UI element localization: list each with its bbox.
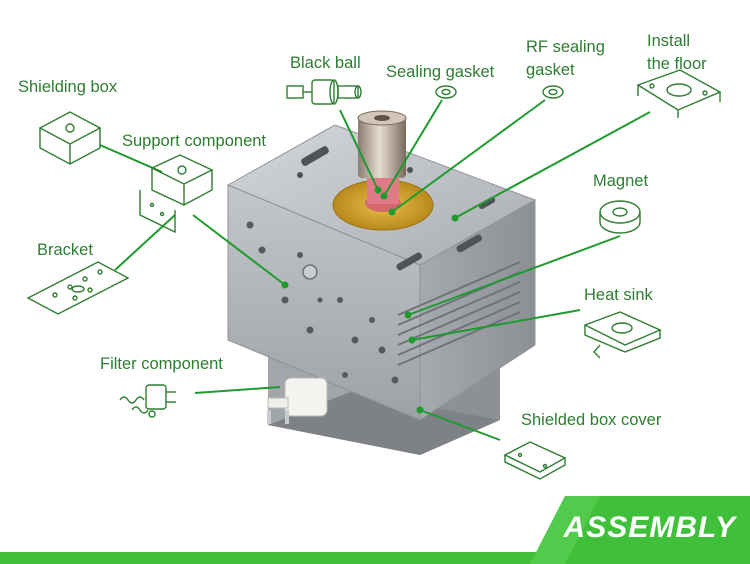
filter-connector [267, 377, 328, 424]
label-shielding-box: Shielding box [18, 78, 118, 96]
label-bracket: Bracket [37, 241, 93, 259]
assembly-banner [0, 496, 750, 564]
black-ball-icon [286, 79, 362, 105]
leader-dots [281, 186, 459, 414]
front-holes [246, 221, 399, 384]
filter-component-icon [119, 384, 176, 418]
shielding-box-icon [38, 111, 102, 165]
rf-gasket-icon [542, 85, 564, 99]
top-slots [297, 146, 496, 271]
support-component-icon [139, 154, 214, 234]
bracket-icon [26, 261, 130, 315]
label-heat-sink: Heat sink [584, 286, 653, 304]
label-install-floor-line2: the floor [647, 55, 707, 73]
leader-lines [99, 99, 651, 441]
label-black-ball: Black ball [290, 54, 361, 72]
magnet-icon [599, 200, 641, 234]
shielded-box-cover-icon [503, 441, 567, 480]
label-sealing-gasket: Sealing gasket [386, 63, 495, 81]
antenna-assembly [332, 110, 434, 231]
label-install-floor-line1: Install [647, 32, 691, 50]
label-support-component: Support component [122, 132, 267, 150]
assembly-banner-text: ASSEMBLY [563, 511, 736, 544]
install-floor-icon [636, 69, 722, 118]
sealing-gasket-icon [435, 85, 457, 99]
label-shielded-box-cover: Shielded box cover [521, 411, 662, 429]
label-magnet: Magnet [593, 172, 649, 190]
label-rf-sealing-gasket-line1: RF sealing [526, 38, 605, 56]
heat-sink-icon [583, 311, 662, 359]
label-filter-component: Filter component [100, 355, 223, 373]
label-rf-sealing-gasket-line2: gasket [526, 61, 575, 79]
